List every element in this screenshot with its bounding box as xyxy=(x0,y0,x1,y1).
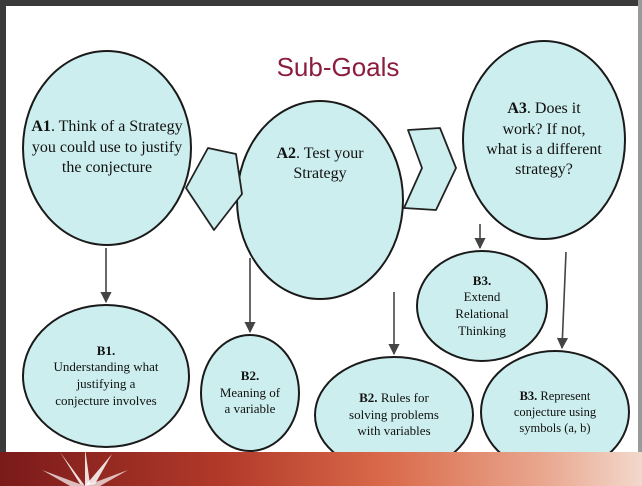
node-b2-rules-text: Rules for solving problems with variable… xyxy=(349,390,439,439)
node-a2-label: A2 xyxy=(276,145,297,162)
node-b2-rules-label: B2. xyxy=(359,390,378,406)
node-b2-meaning-label: B2. xyxy=(240,368,260,384)
node-b3-extend: B3.Extend Relational Thinking xyxy=(416,250,548,362)
chevron-arrow-a1-a2 xyxy=(185,147,243,231)
slide-top-border xyxy=(0,0,642,6)
node-a3: A3. Does it work? If not, what is a diff… xyxy=(462,40,626,240)
node-b3-extend-text: Extend Relational Thinking xyxy=(455,289,509,338)
node-a1-label: A1 xyxy=(31,118,51,136)
node-a3-text: . Does it work? If not, what is a differ… xyxy=(486,100,602,179)
node-a3-label: A3 xyxy=(507,100,527,118)
slide-right-border xyxy=(638,0,642,486)
slide-left-border xyxy=(0,0,6,486)
node-b3-extend-label: B3. xyxy=(472,272,492,288)
arrow-a3-b3-represent xyxy=(556,251,569,350)
slide-title: Sub-Goals xyxy=(276,52,400,82)
chevron-arrow-a2-a3 xyxy=(403,127,457,211)
node-a2: A2. Test your Strategy xyxy=(236,100,404,300)
node-b3-represent-text: Represent conjecture using symbols (a, b… xyxy=(513,389,597,435)
node-a2-text: . Test your Strategy xyxy=(293,145,364,183)
node-b2-meaning: B2.Meaning of a variable xyxy=(200,334,300,452)
node-b2-meaning-text: Meaning of a variable xyxy=(219,384,281,417)
node-a1-text: . Think of a Strategy you could use to j… xyxy=(31,118,183,177)
sunburst-logo-icon xyxy=(42,448,128,486)
node-a1: A1. Think of a Strategy you could use to… xyxy=(22,50,192,246)
node-b3-represent-label: B3. xyxy=(519,389,538,403)
node-b1: B1.Understanding what justifying a conje… xyxy=(22,304,190,448)
node-b1-label: B1. xyxy=(96,342,116,358)
node-b1-text: Understanding what justifying a conjectu… xyxy=(53,359,159,408)
